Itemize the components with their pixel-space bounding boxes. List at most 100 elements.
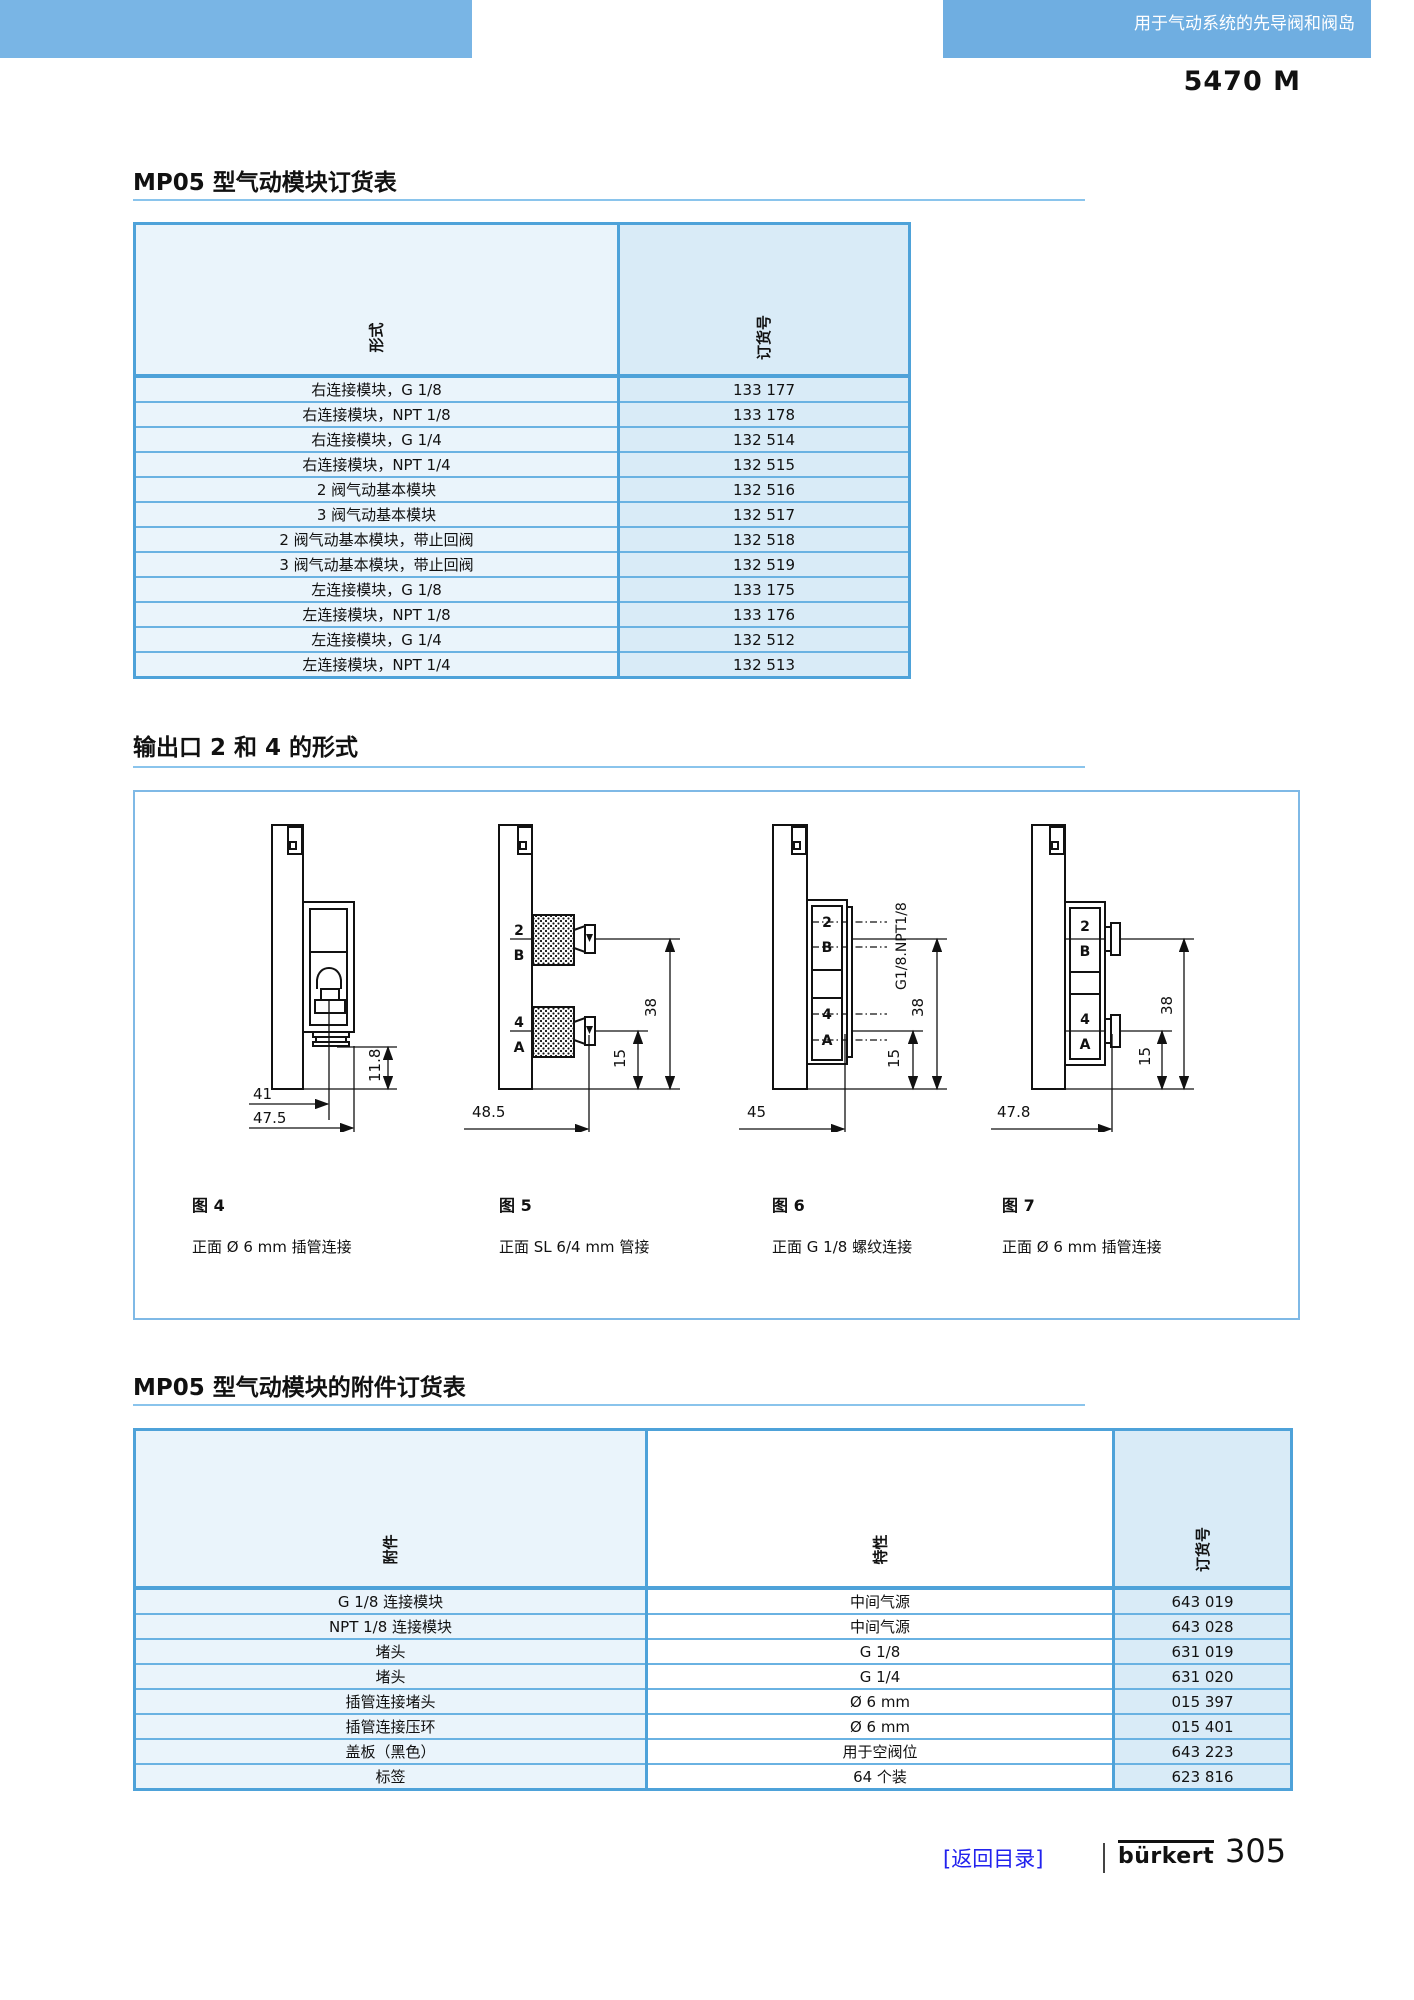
dim-15: 15 bbox=[1136, 1047, 1154, 1066]
footer-divider bbox=[1103, 1843, 1105, 1873]
order-number-cell: 631 020 bbox=[1112, 1663, 1292, 1689]
header-bar-left bbox=[0, 0, 472, 58]
figure-number: 图 5 bbox=[499, 1196, 532, 1215]
dim-38: 38 bbox=[909, 998, 927, 1017]
order-number-cell: 132 519 bbox=[617, 551, 910, 577]
type-cell: 左连接模块，G 1/4 bbox=[134, 626, 619, 652]
order-number-cell: 132 513 bbox=[617, 651, 910, 678]
figure-number: 图 4 bbox=[192, 1196, 225, 1215]
type-cell: 左连接模块，G 1/8 bbox=[134, 576, 619, 602]
port-label-b: B bbox=[1080, 944, 1091, 960]
column-header-characteristic: 特性 bbox=[645, 1429, 1114, 1590]
accessory-cell: NPT 1/8 连接模块 bbox=[134, 1613, 647, 1639]
order-number-cell: 132 517 bbox=[617, 501, 910, 527]
section-rule bbox=[133, 199, 1085, 201]
order-number-cell: 132 515 bbox=[617, 451, 910, 477]
logo-line bbox=[1118, 1840, 1215, 1843]
type-cell: 3 阀气动基本模块，带止回阀 bbox=[134, 551, 619, 577]
figure-description: 正面 Ø 6 mm 插管连接 bbox=[1002, 1238, 1162, 1256]
type-cell: 左连接模块，NPT 1/4 bbox=[134, 651, 619, 678]
figure-6-drawing: 2 B 4 A G1/8.NPT1/8 38 15 45 bbox=[739, 824, 947, 1132]
figures-panel: 11.8 41 47.5 bbox=[133, 790, 1300, 1320]
order-number-cell: 133 177 bbox=[617, 375, 910, 402]
figure-number: 图 7 bbox=[1002, 1196, 1035, 1215]
order-number-cell: 132 514 bbox=[617, 426, 910, 452]
accessory-cell: 标签 bbox=[134, 1763, 647, 1790]
characteristic-cell: 用于空阀位 bbox=[645, 1738, 1114, 1764]
order-number-cell: 132 516 bbox=[617, 476, 910, 502]
figure-5-caption: 图 5 正面 SL 6/4 mm 管接 bbox=[499, 1192, 649, 1257]
order-number-cell: 643 028 bbox=[1112, 1613, 1292, 1639]
dim-48-5: 48.5 bbox=[472, 1103, 505, 1121]
document-number: 5470 M bbox=[1183, 66, 1301, 97]
type-cell: 右连接模块，G 1/4 bbox=[134, 426, 619, 452]
order-number-cell: 015 397 bbox=[1112, 1688, 1292, 1714]
burkert-logo: bürkert bbox=[1118, 1840, 1215, 1869]
dim-11-8: 11.8 bbox=[366, 1049, 384, 1082]
dim-47-8: 47.8 bbox=[997, 1103, 1030, 1121]
characteristic-cell: 中间气源 bbox=[645, 1613, 1114, 1639]
dim-38: 38 bbox=[642, 998, 660, 1017]
port-label-2: 2 bbox=[1080, 919, 1090, 935]
type-cell: 右连接模块，NPT 1/8 bbox=[134, 401, 619, 427]
figure-description: 正面 G 1/8 螺纹连接 bbox=[772, 1238, 913, 1256]
column-header-order-number: 订货号 bbox=[617, 223, 910, 378]
order-number-cell: 643 223 bbox=[1112, 1738, 1292, 1764]
accessory-cell: 插管连接堵头 bbox=[134, 1688, 647, 1714]
accessory-cell: 堵头 bbox=[134, 1663, 647, 1689]
order-number-cell: 133 178 bbox=[617, 401, 910, 427]
page-number: 305 bbox=[1225, 1832, 1287, 1870]
type-cell: 左连接模块，NPT 1/8 bbox=[134, 601, 619, 627]
port-label-4: 4 bbox=[1080, 1012, 1090, 1028]
figure-5-drawing: 2 B 4 A 38 15 48.5 bbox=[464, 824, 680, 1132]
column-header-accessory: 附件 bbox=[134, 1429, 647, 1590]
section-rule bbox=[133, 1404, 1085, 1406]
port-label-a: A bbox=[822, 1033, 833, 1049]
characteristic-cell: 中间气源 bbox=[645, 1587, 1114, 1614]
port-label-4: 4 bbox=[514, 1015, 524, 1031]
dim-38: 38 bbox=[1158, 996, 1176, 1015]
accessory-cell: 堵头 bbox=[134, 1638, 647, 1664]
column-header-type: 形式 bbox=[134, 223, 619, 378]
port-label-2: 2 bbox=[514, 923, 524, 939]
section-title-outlet-forms: 输出口 2 和 4 的形式 bbox=[133, 735, 359, 761]
characteristic-cell: 64 个装 bbox=[645, 1763, 1114, 1790]
type-cell: 右连接模块，NPT 1/4 bbox=[134, 451, 619, 477]
section-rule bbox=[133, 766, 1085, 768]
figure-7-caption: 图 7 正面 Ø 6 mm 插管连接 bbox=[1002, 1192, 1162, 1257]
figure-4-caption: 图 4 正面 Ø 6 mm 插管连接 bbox=[192, 1192, 352, 1257]
order-number-cell: 631 019 bbox=[1112, 1638, 1292, 1664]
figure-4-drawing: 11.8 41 47.5 bbox=[249, 824, 397, 1132]
type-cell: 3 阀气动基本模块 bbox=[134, 501, 619, 527]
figure-6-caption: 图 6 正面 G 1/8 螺纹连接 bbox=[772, 1192, 912, 1257]
figure-description: 正面 SL 6/4 mm 管接 bbox=[499, 1238, 650, 1256]
order-number-cell: 133 175 bbox=[617, 576, 910, 602]
port-label-2: 2 bbox=[822, 915, 832, 931]
port-label-4: 4 bbox=[822, 1007, 832, 1023]
back-to-contents-link[interactable]: [返回目录] bbox=[943, 1847, 1044, 1871]
table-header-row: 形式 订货号 bbox=[134, 223, 910, 378]
characteristic-cell: G 1/8 bbox=[645, 1638, 1114, 1664]
dim-41: 41 bbox=[253, 1085, 272, 1103]
accessory-cell: G 1/8 连接模块 bbox=[134, 1587, 647, 1614]
figure-7-drawing: 2 B 4 A 38 15 47.8 bbox=[991, 824, 1194, 1132]
logo-text: bürkert bbox=[1118, 1844, 1215, 1869]
